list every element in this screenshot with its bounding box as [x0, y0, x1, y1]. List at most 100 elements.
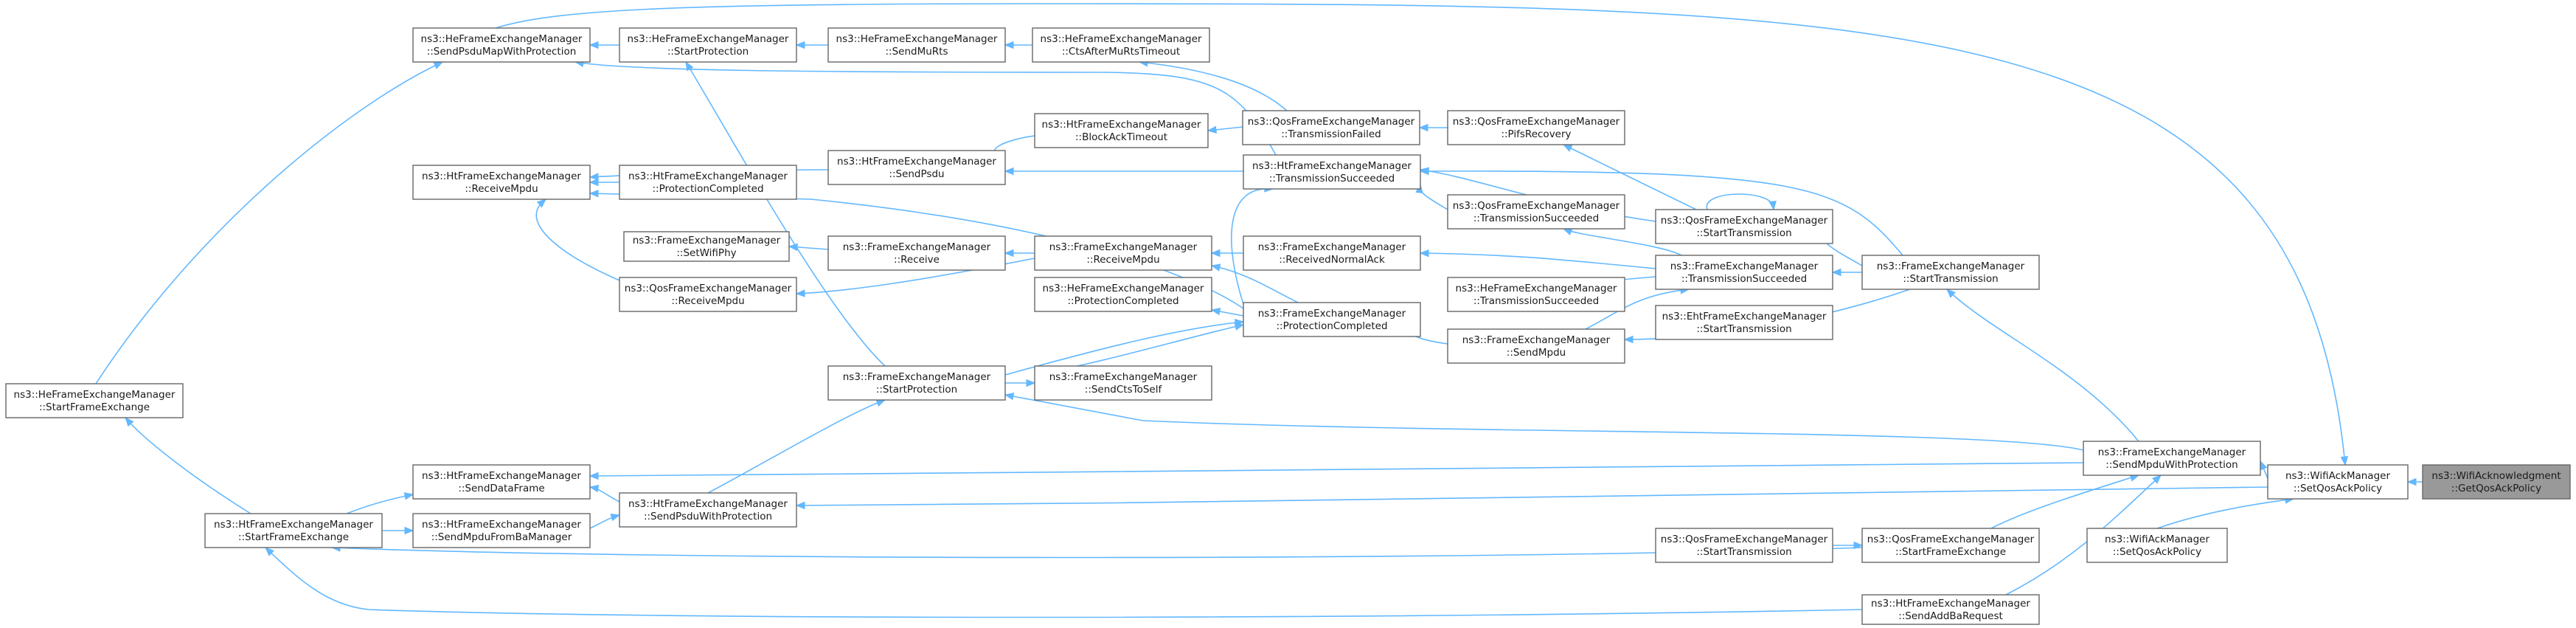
- function-node-n16[interactable]: ns3::FrameExchangeManager::ReceivedNorma…: [1243, 235, 1421, 271]
- call-edge-n37-to-n29: [1990, 474, 2140, 529]
- function-node-n31[interactable]: ns3::WifiAcknowledgment::GetQosAckPolicy: [2422, 464, 2571, 500]
- function-node-n15[interactable]: ns3::FrameExchangeManager::ReceiveMpdu: [1034, 235, 1212, 271]
- edge-arrowhead: [1210, 263, 1221, 272]
- function-node-n6[interactable]: ns3::QosFrameExchangeManager::PifsRecove…: [1447, 110, 1625, 145]
- function-node-n33[interactable]: ns3::HtFrameExchangeManager::SendPsduWit…: [619, 492, 797, 528]
- node-method-label: ::ReceivedNormalAck: [1279, 254, 1385, 266]
- function-node-n18[interactable]: ns3::FrameExchangeManager::TransmissionS…: [1655, 255, 1833, 290]
- function-node-n13[interactable]: ns3::FrameExchangeManager::SetWifiPhy: [623, 231, 790, 262]
- function-node-n36[interactable]: ns3::QosFrameExchangeManager::StartTrans…: [1655, 528, 1833, 563]
- function-node-n25[interactable]: ns3::FrameExchangeManager::SendMpdu: [1447, 328, 1625, 364]
- function-node-n10[interactable]: ns3::HtFrameExchangeManager::Transmissio…: [1243, 154, 1421, 190]
- call-edge-n34-to-n33: [589, 513, 621, 529]
- function-node-n3[interactable]: ns3::HeFrameExchangeManager::CtsAfterMuR…: [1032, 27, 1210, 63]
- function-node-n35[interactable]: ns3::WifiAckManager::SetQosAckPolicy: [2086, 528, 2228, 563]
- function-node-n4[interactable]: ns3::HtFrameExchangeManager::BlockAckTim…: [1034, 113, 1209, 148]
- node-box: [619, 492, 797, 528]
- edge-arrowhead: [1562, 228, 1573, 236]
- function-node-n12[interactable]: ns3::QosFrameExchangeManager::StartTrans…: [1655, 209, 1833, 244]
- node-method-label: ::ProtectionCompleted: [1276, 320, 1387, 332]
- function-node-n11[interactable]: ns3::QosFrameExchangeManager::Transmissi…: [1447, 194, 1625, 230]
- node-box: [412, 464, 591, 500]
- call-edge-n18-to-n16: [1419, 249, 1656, 269]
- function-node-n7[interactable]: ns3::HtFrameExchangeManager::ReceiveMpdu: [412, 165, 591, 200]
- call-edge-n22-to-n15: [1210, 263, 1299, 303]
- function-node-n0[interactable]: ns3::HeFrameExchangeManager::SendPsduMap…: [412, 27, 591, 63]
- edge-line: [1004, 394, 2084, 451]
- edge-arrowhead: [1004, 392, 1015, 401]
- function-node-n9[interactable]: ns3::HtFrameExchangeManager::SendPsdu: [827, 150, 1006, 185]
- function-node-n24[interactable]: ns3::HeFrameExchangeManager::StartFrameE…: [5, 383, 184, 418]
- node-class-label: ns3::HtFrameExchangeManager: [214, 519, 373, 531]
- function-node-n26[interactable]: ns3::FrameExchangeManager::StartProtecti…: [827, 365, 1006, 401]
- call-edge-n19-to-n10: [1419, 167, 1903, 256]
- call-graph-edges: [95, 3, 2423, 618]
- function-node-n21[interactable]: ns3::HeFrameExchangeManager::ProtectionC…: [1034, 277, 1212, 312]
- function-node-n2[interactable]: ns3::HeFrameExchangeManager::SendMuRts: [827, 27, 1006, 63]
- edge-arrowhead: [1419, 249, 1429, 258]
- call-edge-n26-to-n1: [685, 61, 886, 367]
- call-edge-n19-to-n18: [1831, 268, 1862, 277]
- edge-line: [574, 61, 1277, 156]
- edge-arrowhead: [1831, 268, 1841, 277]
- node-class-label: ns3::FrameExchangeManager: [2098, 446, 2246, 458]
- node-method-label: ::TransmissionFailed: [1281, 128, 1381, 140]
- function-node-n22[interactable]: ns3::FrameExchangeManager::ProtectionCom…: [1243, 302, 1421, 337]
- node-class-label: ns3::FrameExchangeManager: [1462, 334, 1611, 346]
- node-class-label: ns3::HtFrameExchangeManager: [422, 170, 581, 182]
- function-node-n32[interactable]: ns3::HtFrameExchangeManager::StartFrameE…: [204, 513, 383, 548]
- node-box: [1034, 113, 1209, 148]
- node-box: [1032, 27, 1210, 63]
- node-box: [619, 277, 797, 312]
- node-class-label: ns3::FrameExchangeManager: [843, 371, 991, 383]
- node-class-label: ns3::HeFrameExchangeManager: [1041, 33, 1202, 45]
- function-node-n23[interactable]: ns3::EhtFrameExchangeManager::StartTrans…: [1655, 305, 1833, 340]
- edge-arrowhead: [1210, 307, 1221, 316]
- function-node-n37[interactable]: ns3::QosFrameExchangeManager::StartFrame…: [1861, 528, 2040, 563]
- edge-arrowhead: [1026, 379, 1036, 387]
- edge-arrowhead: [1623, 335, 1634, 344]
- function-node-n28[interactable]: ns3::HtFrameExchangeManager::SendDataFra…: [412, 464, 591, 500]
- edge-arrowhead: [536, 199, 547, 208]
- node-box: [1447, 277, 1625, 312]
- function-node-n19[interactable]: ns3::FrameExchangeManager::StartTransmis…: [1861, 255, 2040, 290]
- node-class-label: ns3::HtFrameExchangeManager: [628, 170, 788, 182]
- edge-arrowhead: [685, 61, 694, 72]
- node-method-label: ::ReceiveMpdu: [1086, 254, 1159, 266]
- function-node-n5[interactable]: ns3::QosFrameExchangeManager::Transmissi…: [1242, 110, 1420, 145]
- call-edge-n29-to-n26: [1004, 392, 2084, 451]
- node-class-label: ns3::WifiAcknowledgment: [2431, 470, 2561, 482]
- node-method-label: ::StartProtection: [876, 384, 957, 396]
- edge-line: [1004, 321, 1244, 376]
- node-method-label: ::TransmissionSucceeded: [1681, 273, 1807, 285]
- function-node-n17[interactable]: ns3::QosFrameExchangeManager::ReceiveMpd…: [619, 277, 797, 312]
- node-method-label: ::StartFrameExchange: [238, 531, 349, 543]
- node-box: [827, 150, 1006, 185]
- node-method-label: ::StartTransmission: [1696, 546, 1791, 558]
- edge-arrowhead: [1419, 167, 1429, 176]
- function-node-n1[interactable]: ns3::HeFrameExchangeManager::StartProtec…: [619, 27, 797, 63]
- call-edge-n8-to-n7: [589, 178, 619, 187]
- edge-arrowhead: [433, 61, 444, 69]
- edge-line: [265, 547, 1863, 618]
- function-node-n34[interactable]: ns3::HtFrameExchangeManager::SendMpduFro…: [412, 513, 591, 548]
- node-method-label: ::ReceiveMpdu: [465, 183, 538, 195]
- call-edge-n32-to-n34: [382, 526, 414, 535]
- function-node-n38[interactable]: ns3::HtFrameExchangeManager::SendAddBaRe…: [1861, 594, 2040, 625]
- function-node-n29[interactable]: ns3::FrameExchangeManager::SendMpduWithP…: [2083, 441, 2261, 476]
- function-node-n8[interactable]: ns3::HtFrameExchangeManager::ProtectionC…: [619, 165, 797, 200]
- call-edge-n10-to-n9: [1004, 167, 1243, 176]
- node-box: [1447, 194, 1625, 230]
- function-node-n30[interactable]: ns3::WifiAckManager::SetQosAckPolicy: [2267, 464, 2409, 500]
- edge-arrowhead: [1210, 249, 1221, 258]
- edge-arrowhead: [589, 484, 600, 493]
- call-edge-n0-to-n31: [495, 3, 2349, 466]
- function-node-n27[interactable]: ns3::FrameExchangeManager::SendCtsToSelf: [1034, 365, 1212, 401]
- edge-line: [535, 199, 620, 281]
- node-box: [827, 235, 1006, 271]
- function-node-n20[interactable]: ns3::HeFrameExchangeManager::Transmissio…: [1447, 277, 1625, 312]
- node-class-label: ns3::QosFrameExchangeManager: [1661, 534, 1828, 545]
- edge-arrowhead: [1768, 200, 1777, 211]
- node-class-label: ns3::HtFrameExchangeManager: [422, 470, 581, 482]
- function-node-n14[interactable]: ns3::FrameExchangeManager::Receive: [827, 235, 1006, 271]
